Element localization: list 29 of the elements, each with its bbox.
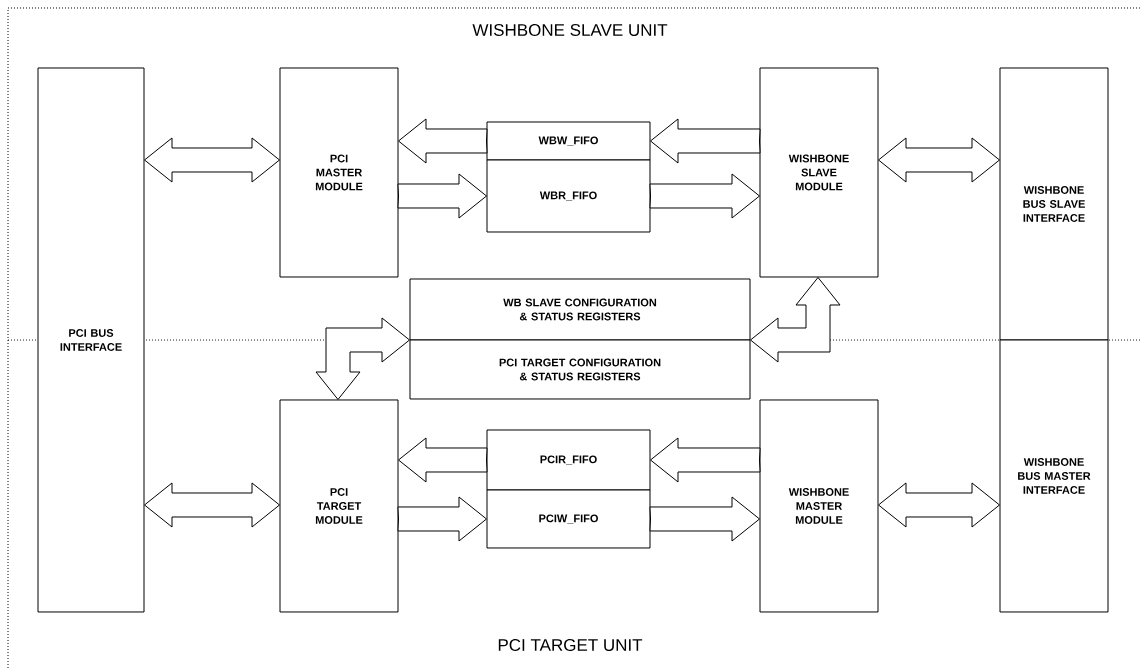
block-arrow xyxy=(144,137,280,183)
module-box: WBW_FIFO xyxy=(486,121,651,161)
module-box: PCI TARGET MODULE xyxy=(279,399,399,613)
region-title: WISHBONE SLAVE UNIT xyxy=(472,23,668,36)
module-box: PCIW_FIFO xyxy=(486,489,651,549)
block-arrow xyxy=(397,173,487,219)
module-box: WISHBONE BUS MASTER INTERFACE xyxy=(999,339,1109,613)
module-box: PCI BUS INTERFACE xyxy=(37,67,145,613)
block-arrow xyxy=(650,118,761,164)
block-arrow xyxy=(878,137,1000,183)
block-arrow xyxy=(878,482,1000,528)
module-box: WISHBONE MASTER MODULE xyxy=(759,399,879,613)
module-box: PCI MASTER MODULE xyxy=(279,67,399,278)
block-arrow xyxy=(649,496,760,542)
module-box: WISHBONE SLAVE MODULE xyxy=(759,67,879,278)
block-arrow xyxy=(144,482,280,528)
block-arrow xyxy=(397,496,487,542)
block-arrow xyxy=(649,173,760,219)
module-box: WBR_FIFO xyxy=(486,159,651,233)
block-arrow xyxy=(398,118,488,164)
block-arrow xyxy=(650,437,761,483)
module-box: PCI TARGET CONFIGURATION & STATUS REGISTERS xyxy=(409,339,751,400)
module-box: WISHBONE BUS SLAVE INTERFACE xyxy=(999,67,1109,341)
block-arrow xyxy=(315,317,410,400)
region-title: PCI TARGET UNIT xyxy=(498,638,643,651)
module-box: WB SLAVE CONFIGURATION & STATUS REGISTERS xyxy=(409,278,751,341)
block-arrow xyxy=(750,277,841,363)
block-arrow xyxy=(398,437,488,483)
module-box: PCIR_FIFO xyxy=(486,429,651,491)
